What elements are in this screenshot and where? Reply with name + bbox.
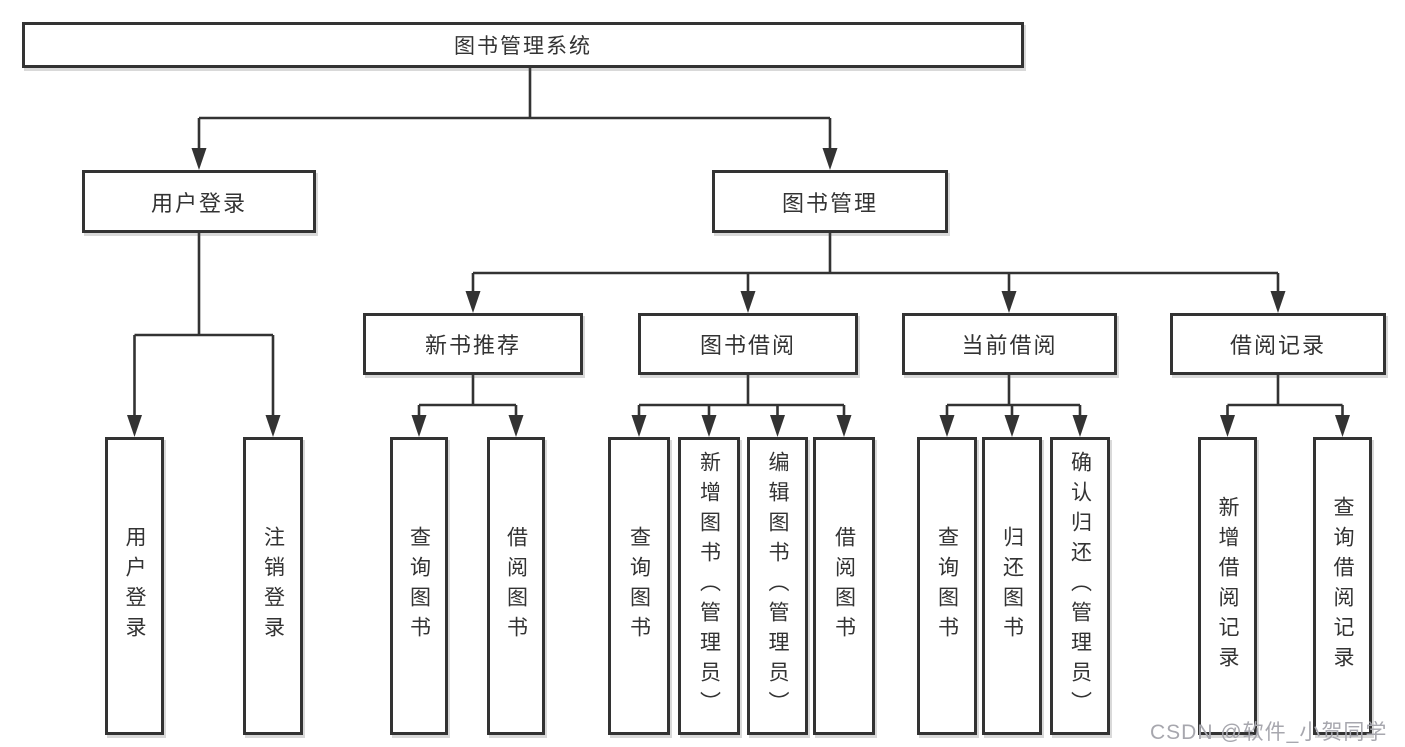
node-label: 用户登录 [150,190,247,216]
leaf-logout: 注销登录 [243,437,303,735]
node-label: 当前借阅 [961,333,1058,358]
node-label: 注销登录 [261,526,285,646]
node-label: 新增图书（管理员） [697,451,721,721]
leaf-query-books-recommend: 查询图书 [390,437,448,735]
node-label: 查询图书 [627,526,651,646]
node-label: 借阅图书 [832,526,856,646]
node-label: 借阅记录 [1229,333,1326,358]
node-label: 用户登录 [123,526,146,646]
leaf-add-borrow-record: 新增借阅记录 [1198,437,1257,735]
node-label: 新增借阅记录 [1216,496,1239,676]
node-label: 归还图书 [1000,526,1024,646]
leaf-query-borrow-record: 查询借阅记录 [1313,437,1372,735]
leaf-confirm-return-admin: 确认归还（管理员） [1050,437,1110,735]
leaf-add-book-admin: 新增图书（管理员） [678,437,740,735]
node-label: 借阅图书 [504,526,528,646]
node-label: 查询图书 [407,526,431,646]
node-label: 图书借阅 [699,333,796,358]
csdn-watermark: CSDN @软件_小贺同学 [1150,721,1388,744]
node-label: 查询借阅记录 [1331,496,1354,676]
leaf-query-books-borrow: 查询图书 [608,437,670,735]
leaf-borrow-books-recommend: 借阅图书 [487,437,545,735]
leaf-query-books-current: 查询图书 [917,437,977,735]
node-label: 新书推荐 [424,333,521,358]
node-library-management-system: 图书管理系统 [22,22,1024,68]
node-label: 查询图书 [935,526,959,646]
node-label: 编辑图书（管理员） [766,451,789,721]
node-label: 图书管理 [781,190,878,216]
leaf-edit-book-admin: 编辑图书（管理员） [747,437,808,735]
node-book-borrowing: 图书借阅 [638,313,858,375]
node-borrowing-records: 借阅记录 [1170,313,1386,375]
node-label: 确认归还（管理员） [1068,451,1092,721]
node-book-management: 图书管理 [712,170,948,233]
leaf-borrow-books: 借阅图书 [813,437,875,735]
node-current-borrowing: 当前借阅 [902,313,1117,375]
leaf-return-book: 归还图书 [982,437,1042,735]
node-label: 图书管理系统 [454,35,592,58]
leaf-user-login: 用户登录 [105,437,164,735]
node-new-book-recommendation: 新书推荐 [363,313,583,375]
node-user-login: 用户登录 [82,170,316,233]
